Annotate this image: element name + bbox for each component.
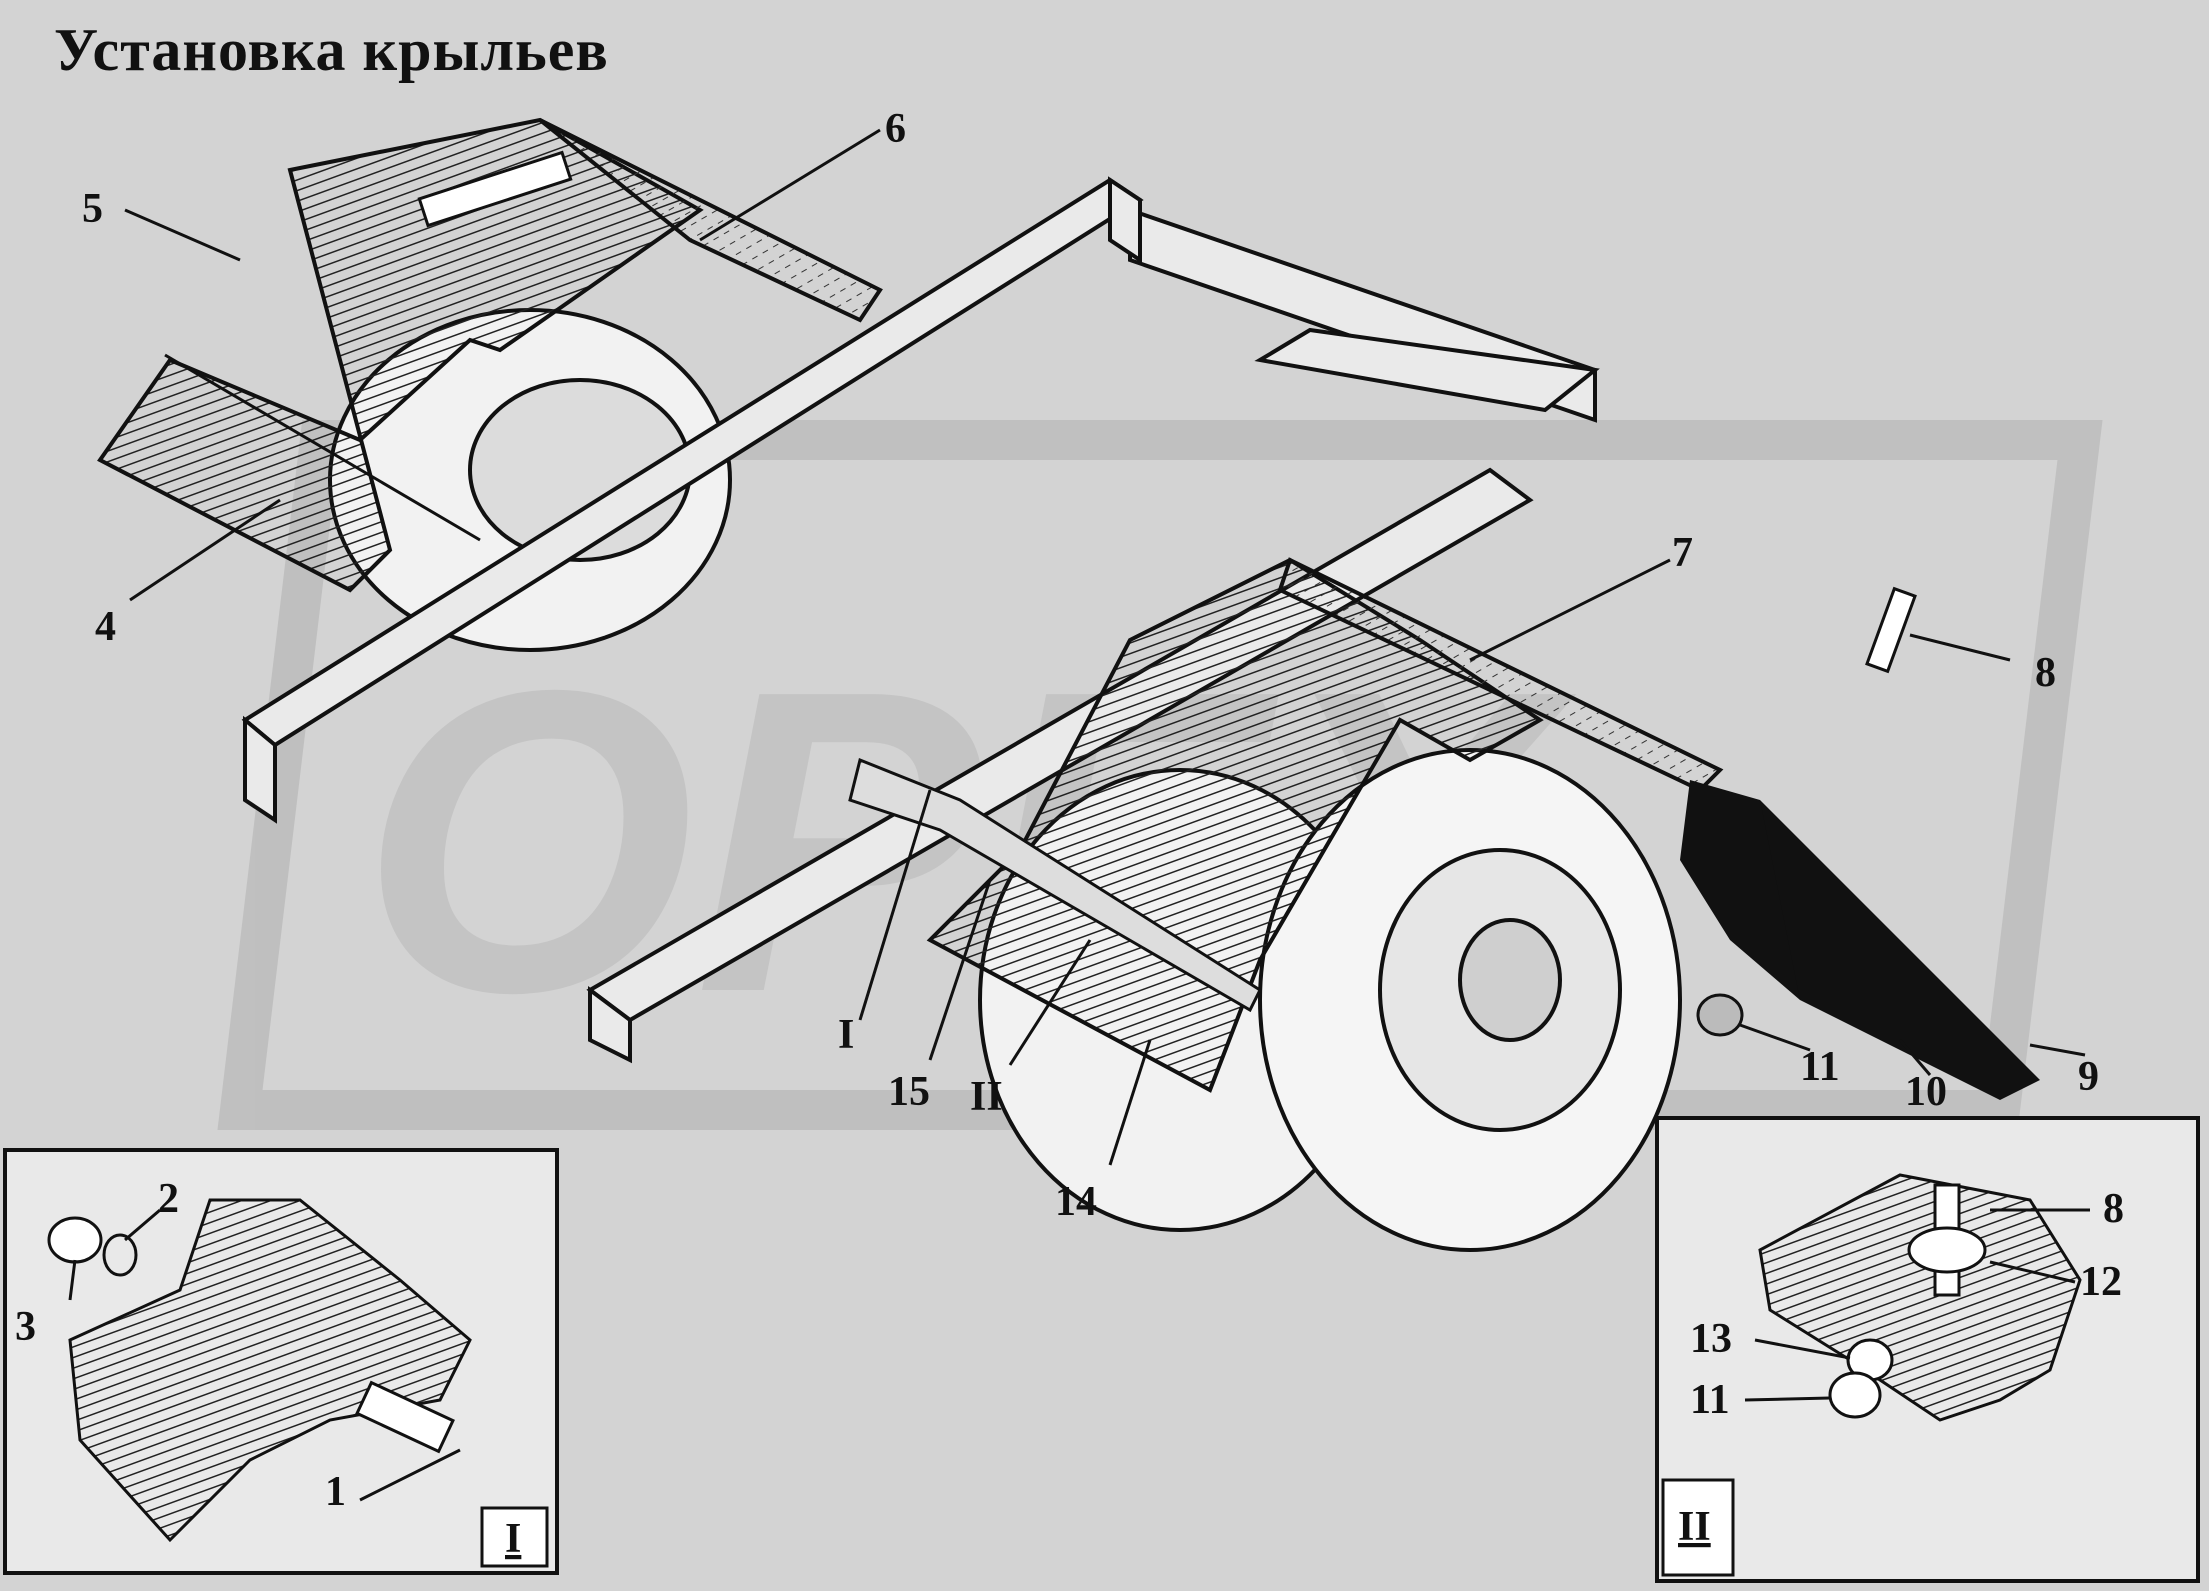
leader-lines xyxy=(124,128,2086,1166)
page-title: Установка крыльев xyxy=(54,17,609,83)
inset-callout-13: 13 xyxy=(1690,1316,1732,1362)
inset-view-II-label: II xyxy=(1678,1504,1711,1550)
bolt-and-nut xyxy=(1696,586,1917,1037)
callout-15: 15 xyxy=(888,1069,930,1115)
inset-callout-8: 8 xyxy=(2103,1186,2124,1232)
chassis-frame xyxy=(241,176,1600,1064)
inset-detail-I: 1 2 3 I xyxy=(3,1148,559,1575)
callout-4: 4 xyxy=(95,604,116,650)
callout-6: 6 xyxy=(885,106,906,152)
callout-7: 7 xyxy=(1672,530,1693,576)
inset-callout-2: 2 xyxy=(158,1176,179,1222)
callout-5: 5 xyxy=(82,186,103,232)
fender-left xyxy=(97,117,883,593)
inset-callout-1: 1 xyxy=(325,1469,346,1515)
inset-view-I-label: I xyxy=(505,1516,521,1562)
inset-callout-11: 11 xyxy=(1690,1377,1730,1423)
callout-view-I: I xyxy=(838,1012,854,1058)
callout-view-II: II xyxy=(970,1074,1003,1120)
inset-detail-II: 8 12 13 11 II xyxy=(1655,1116,2200,1583)
inset-callout-12: 12 xyxy=(2080,1259,2122,1305)
callout-10: 10 xyxy=(1905,1069,1947,1115)
fender-right xyxy=(848,557,2040,1100)
callout-8: 8 xyxy=(2035,650,2056,696)
callout-11: 11 xyxy=(1800,1044,1840,1090)
callout-14: 14 xyxy=(1055,1179,1097,1225)
inset-callout-3: 3 xyxy=(15,1304,36,1350)
callout-9: 9 xyxy=(2078,1054,2099,1100)
